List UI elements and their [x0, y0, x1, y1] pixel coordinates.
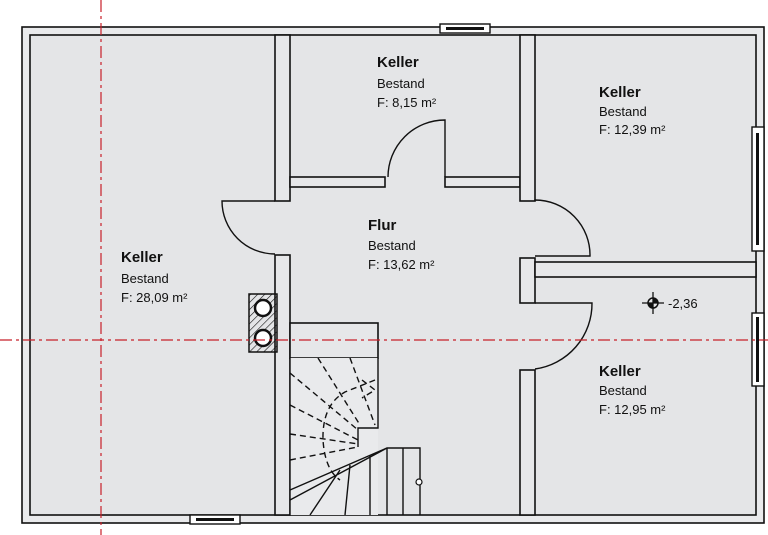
- staircase: [289, 357, 423, 516]
- room-label-keller-west: Keller Bestand F: 28,09 m²: [121, 249, 188, 305]
- room-label-flur: Flur Bestand F: 13,62 m²: [368, 217, 435, 272]
- svg-text:Bestand: Bestand: [599, 383, 647, 398]
- level-marker: -2,36: [642, 292, 698, 314]
- svg-text:Keller: Keller: [377, 54, 419, 71]
- svg-text:F: 12,95 m²: F: 12,95 m²: [599, 402, 666, 417]
- svg-text:F: 13,62 m²: F: 13,62 m²: [368, 257, 435, 272]
- svg-text:Bestand: Bestand: [599, 104, 647, 119]
- svg-text:Keller: Keller: [599, 84, 641, 101]
- level-marker-label: -2,36: [668, 296, 698, 311]
- svg-text:F: 8,15 m²: F: 8,15 m²: [377, 95, 437, 110]
- room-label-keller-north: Keller Bestand F: 8,15 m²: [377, 54, 437, 110]
- svg-text:F: 28,09 m²: F: 28,09 m²: [121, 290, 188, 305]
- svg-text:Flur: Flur: [368, 217, 396, 234]
- room-label-keller-southeast: Keller Bestand F: 12,95 m²: [599, 363, 666, 417]
- svg-text:Bestand: Bestand: [121, 271, 169, 286]
- svg-text:Bestand: Bestand: [368, 238, 416, 253]
- svg-text:Bestand: Bestand: [377, 76, 425, 91]
- windows: [189, 23, 765, 525]
- svg-text:Keller: Keller: [599, 363, 641, 380]
- svg-text:F: 12,39 m²: F: 12,39 m²: [599, 122, 666, 137]
- room-label-keller-northeast: Keller Bestand F: 12,39 m²: [599, 84, 666, 137]
- doors: [221, 119, 593, 370]
- chimney: [248, 293, 278, 353]
- svg-text:Keller: Keller: [121, 249, 163, 266]
